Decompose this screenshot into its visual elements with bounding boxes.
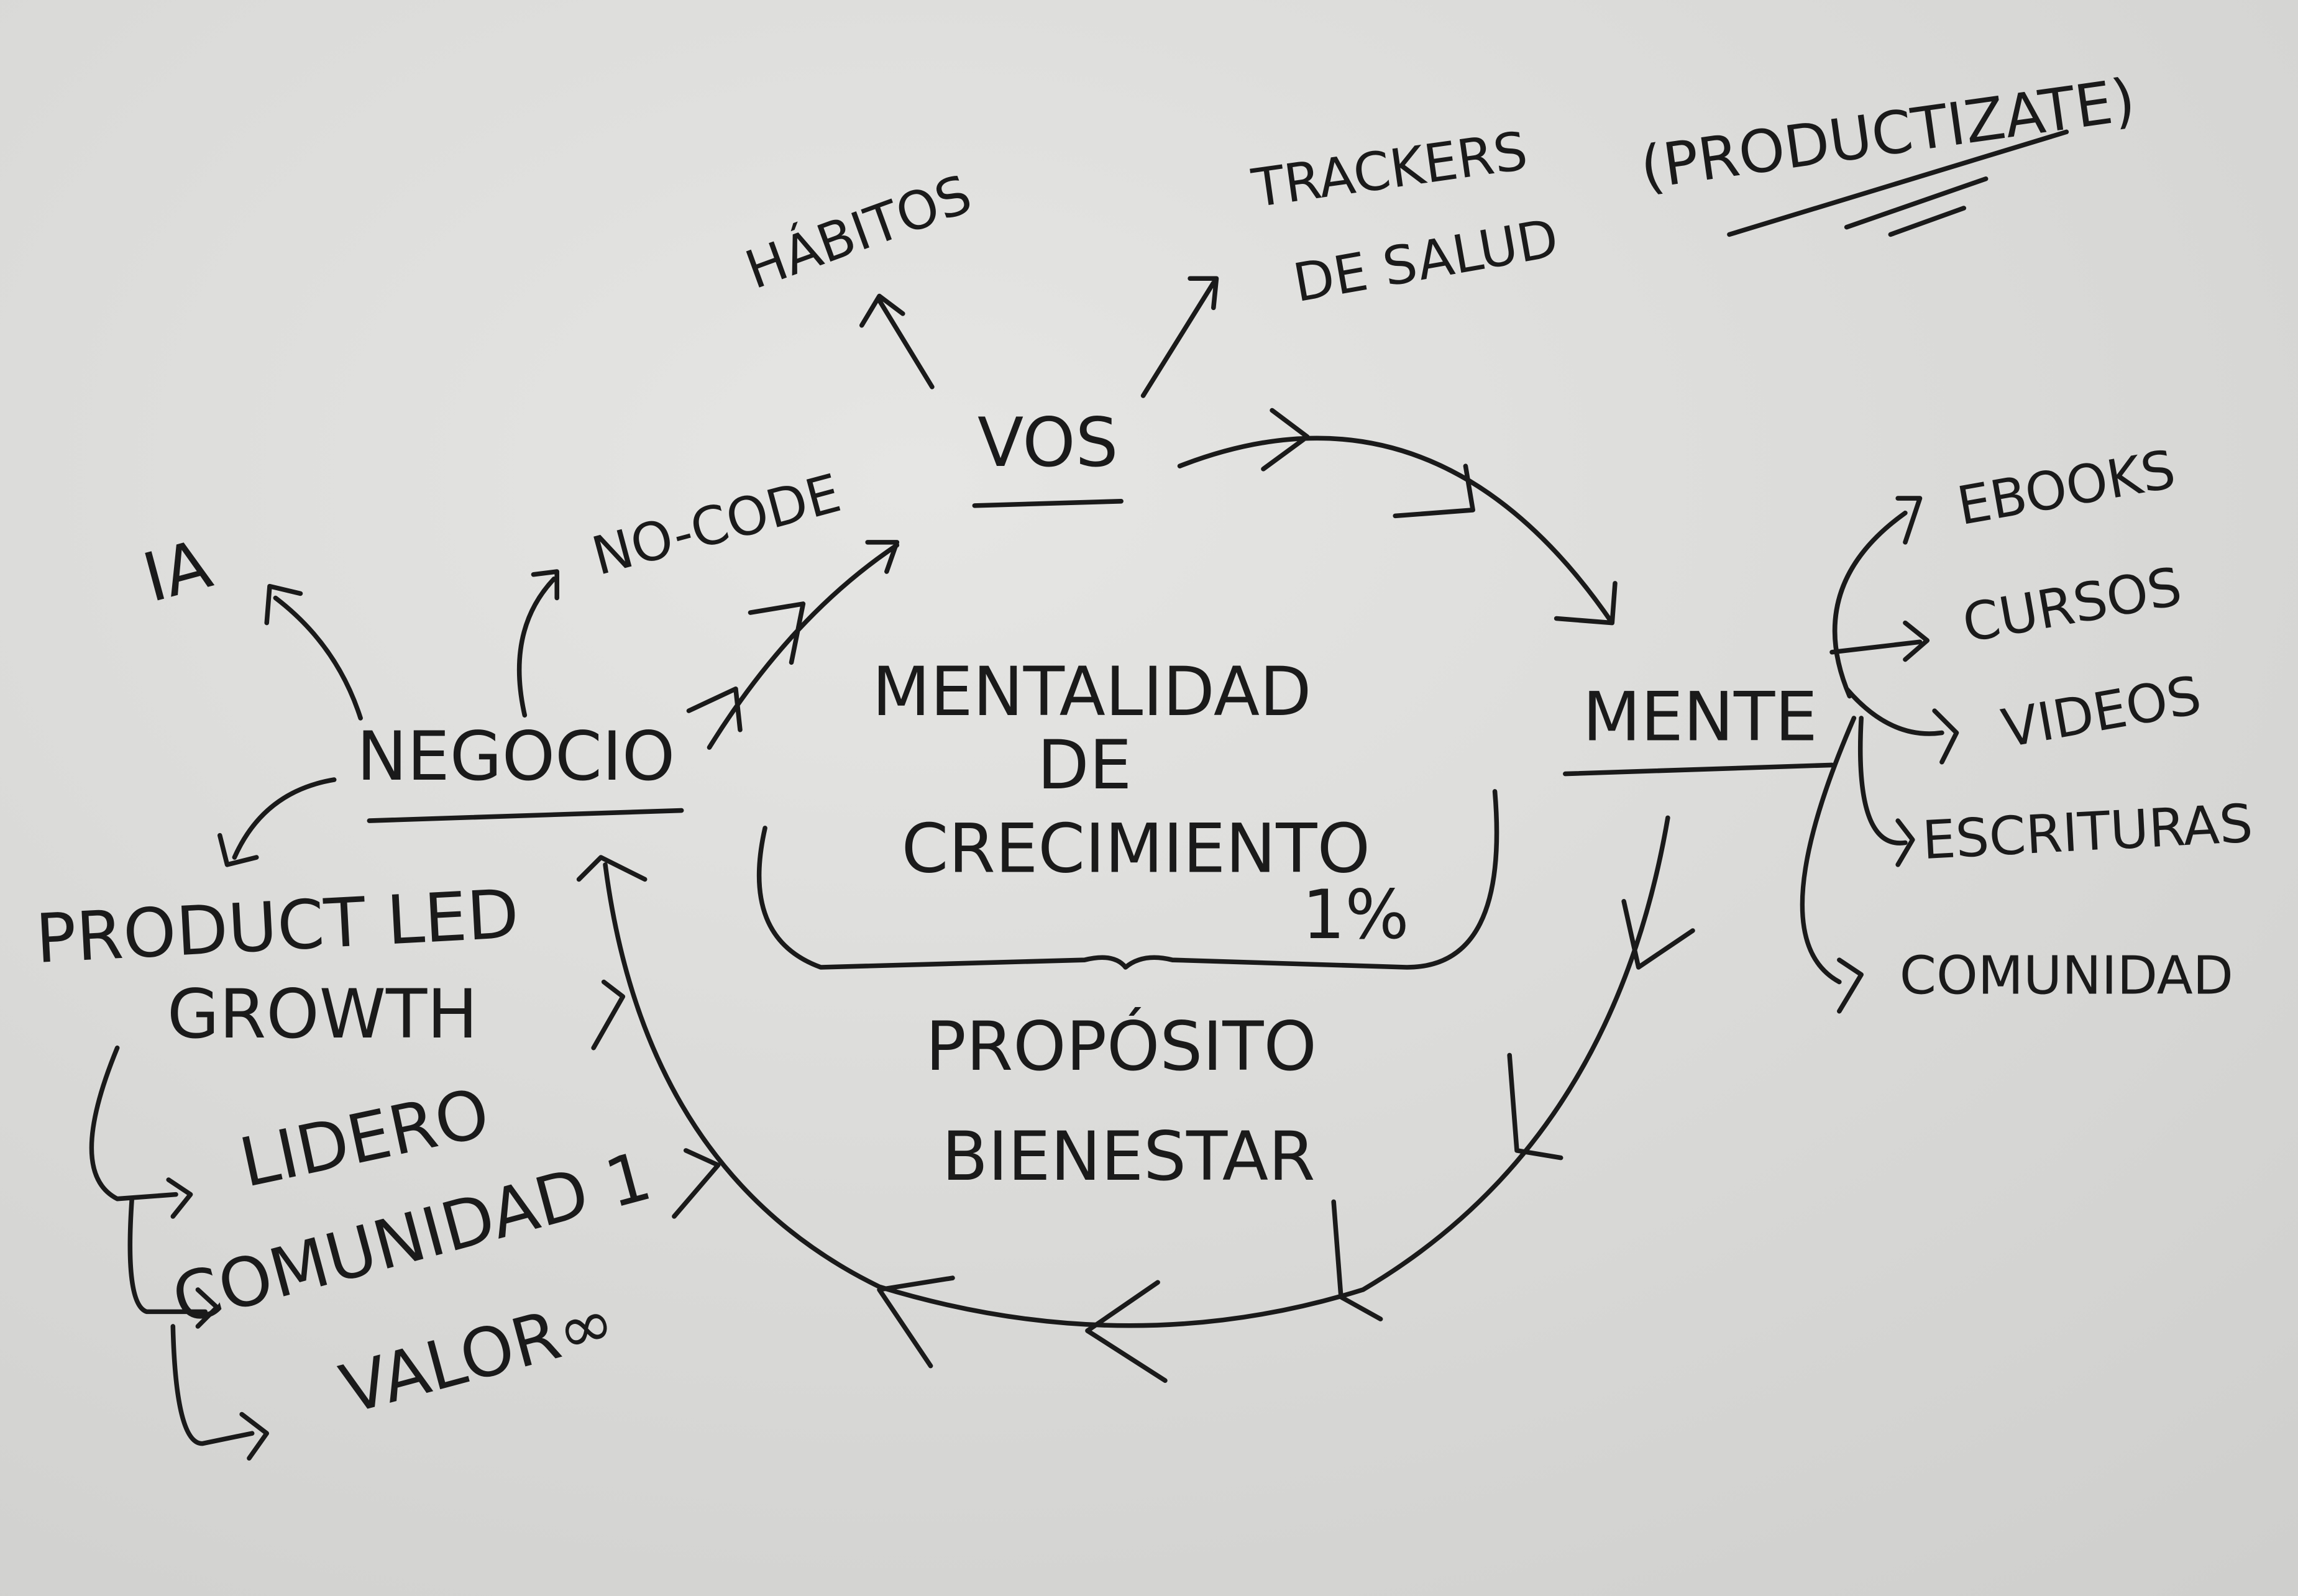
vos-underline <box>972 499 1124 508</box>
de-text: DE <box>1037 726 1132 805</box>
productizate-underline <box>1727 129 2069 237</box>
plg-tree <box>89 1045 270 1461</box>
arrow-negocio-to-vos <box>686 540 900 750</box>
arrow-mente-to-negocio <box>576 815 1695 1383</box>
vos-label: VOS <box>977 403 1119 482</box>
arrow-to-plg <box>217 777 337 867</box>
one-percent-text: 1% <box>1302 875 1409 954</box>
mente-underline <box>1563 762 1834 777</box>
bienestar-text: BIENESTAR <box>941 1117 1315 1196</box>
arrow-to-no-code <box>516 569 559 718</box>
mente-label: MENTE <box>1583 677 1818 756</box>
arrow-to-habitos <box>859 293 935 390</box>
negocio-label: NEGOCIO <box>357 717 675 796</box>
center-brace <box>756 789 1499 970</box>
arrow-to-trackers <box>1140 276 1219 398</box>
arrow-to-ia <box>264 583 363 721</box>
arrow-vos-to-mente <box>1177 408 1618 626</box>
negocio-underline <box>367 808 684 823</box>
growth-label: GROWTH <box>167 975 478 1054</box>
proposito-text: PROPÓSITO <box>925 1007 1317 1086</box>
comunidad-label: COMUNIDAD <box>1900 945 2233 1006</box>
mentalidad-text: MENTALIDAD <box>872 652 1311 731</box>
mente-branches <box>1800 496 1959 1014</box>
crecimiento-text: CRECIMIENTO <box>902 809 1370 888</box>
